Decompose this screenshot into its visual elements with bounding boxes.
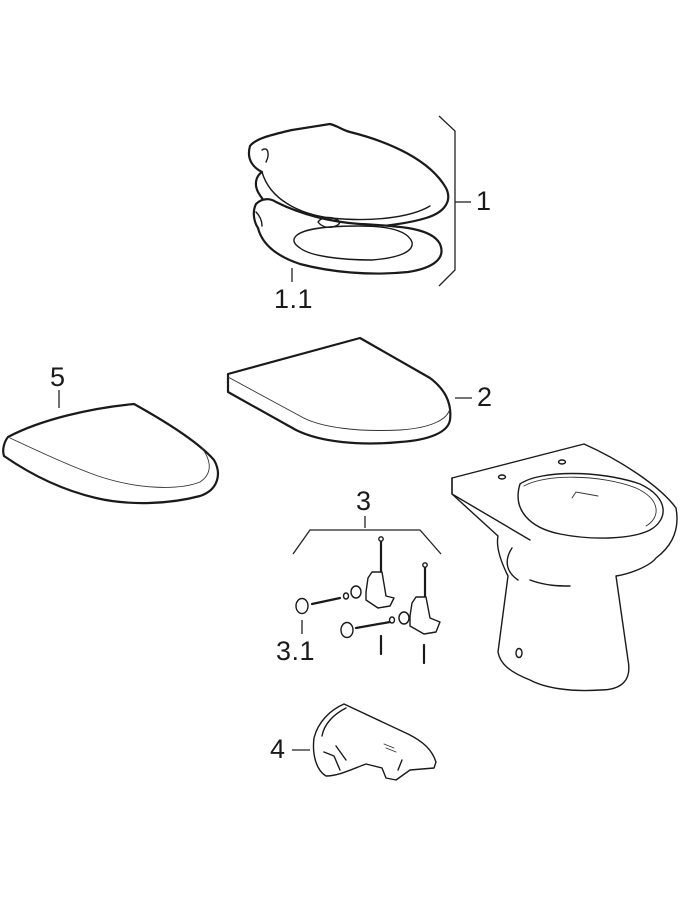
callout-3: 3 — [356, 486, 372, 516]
callout-1: 1 — [476, 186, 492, 216]
callout-3-1: 3.1 — [276, 636, 316, 666]
callout-1-1: 1.1 — [274, 284, 314, 314]
hinge-fixing-set-part-3 — [292, 516, 442, 665]
hinge-cover-part-4 — [292, 703, 437, 781]
callout-5: 5 — [50, 362, 66, 392]
callout-2: 2 — [477, 382, 493, 412]
rounded-lid-part-5 — [2, 390, 219, 505]
seat-cover-assembly — [247, 115, 471, 287]
flat-lid-part-2 — [226, 336, 472, 445]
callout-4: 4 — [270, 734, 286, 764]
toilet-bowl — [451, 443, 678, 692]
